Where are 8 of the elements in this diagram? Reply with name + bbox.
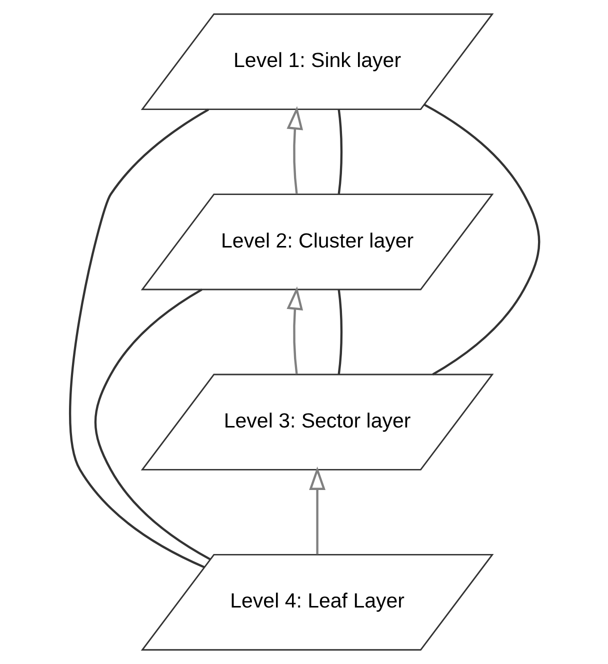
arrow	[286, 286, 303, 374]
connector	[68, 108, 209, 568]
connector	[337, 290, 342, 374]
arrow	[286, 106, 303, 194]
connector	[94, 288, 210, 560]
connector	[424, 104, 540, 376]
arrow	[308, 466, 326, 554]
connector	[337, 109, 342, 194]
